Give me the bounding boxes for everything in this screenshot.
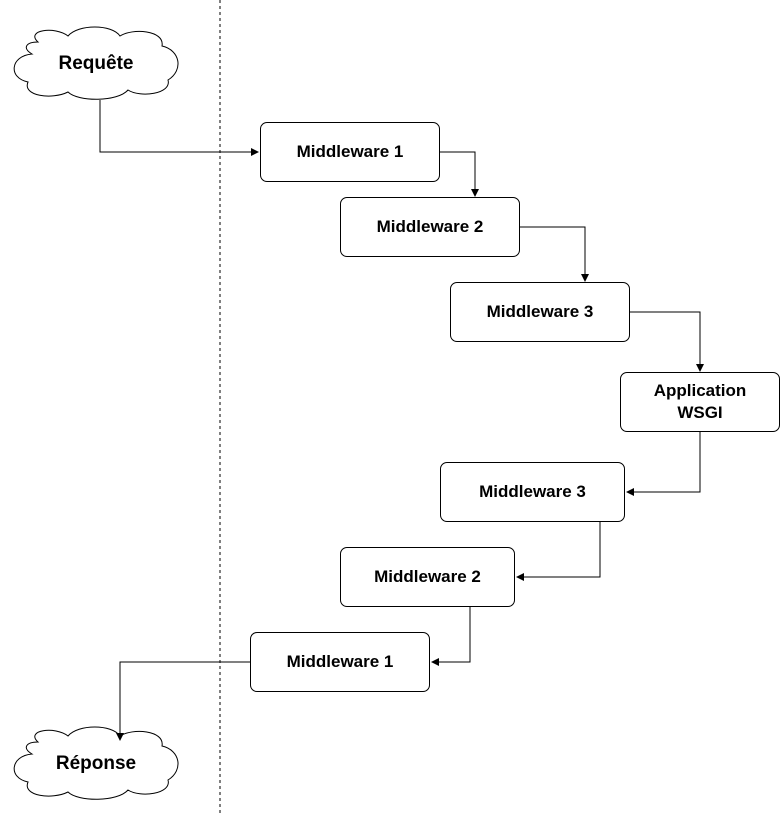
middleware-3-forward-box: Middleware 3 bbox=[450, 282, 630, 342]
request-cloud-shape bbox=[13, 26, 179, 100]
arrow-mw3-to-app bbox=[630, 311, 704, 372]
arrow-mw1-to-mw2 bbox=[440, 151, 479, 197]
middleware-2-forward-box: Middleware 2 bbox=[340, 197, 520, 257]
application-wsgi-box: Application WSGI bbox=[620, 372, 780, 432]
application-label-line2: WSGI bbox=[677, 403, 723, 422]
response-label: Réponse bbox=[55, 753, 137, 774]
middleware-2-backward-box: Middleware 2 bbox=[340, 547, 515, 607]
middleware-1-forward-box: Middleware 1 bbox=[260, 122, 440, 182]
arrow-mw2b-to-mw1b bbox=[431, 607, 471, 666]
response-cloud-shape bbox=[13, 726, 179, 800]
arrow-app-to-mw3b bbox=[626, 432, 701, 496]
middleware-3-backward-box: Middleware 3 bbox=[440, 462, 625, 522]
arrow-request-to-mw1 bbox=[99, 100, 259, 156]
application-label-line1: Application bbox=[653, 381, 747, 400]
arrow-mw2-to-mw3 bbox=[520, 226, 589, 282]
arrow-mw1b-to-response bbox=[116, 661, 250, 741]
arrow-mw3b-to-mw2b bbox=[516, 522, 601, 581]
request-label: Requête bbox=[58, 53, 134, 74]
middleware-1-backward-box: Middleware 1 bbox=[250, 632, 430, 692]
